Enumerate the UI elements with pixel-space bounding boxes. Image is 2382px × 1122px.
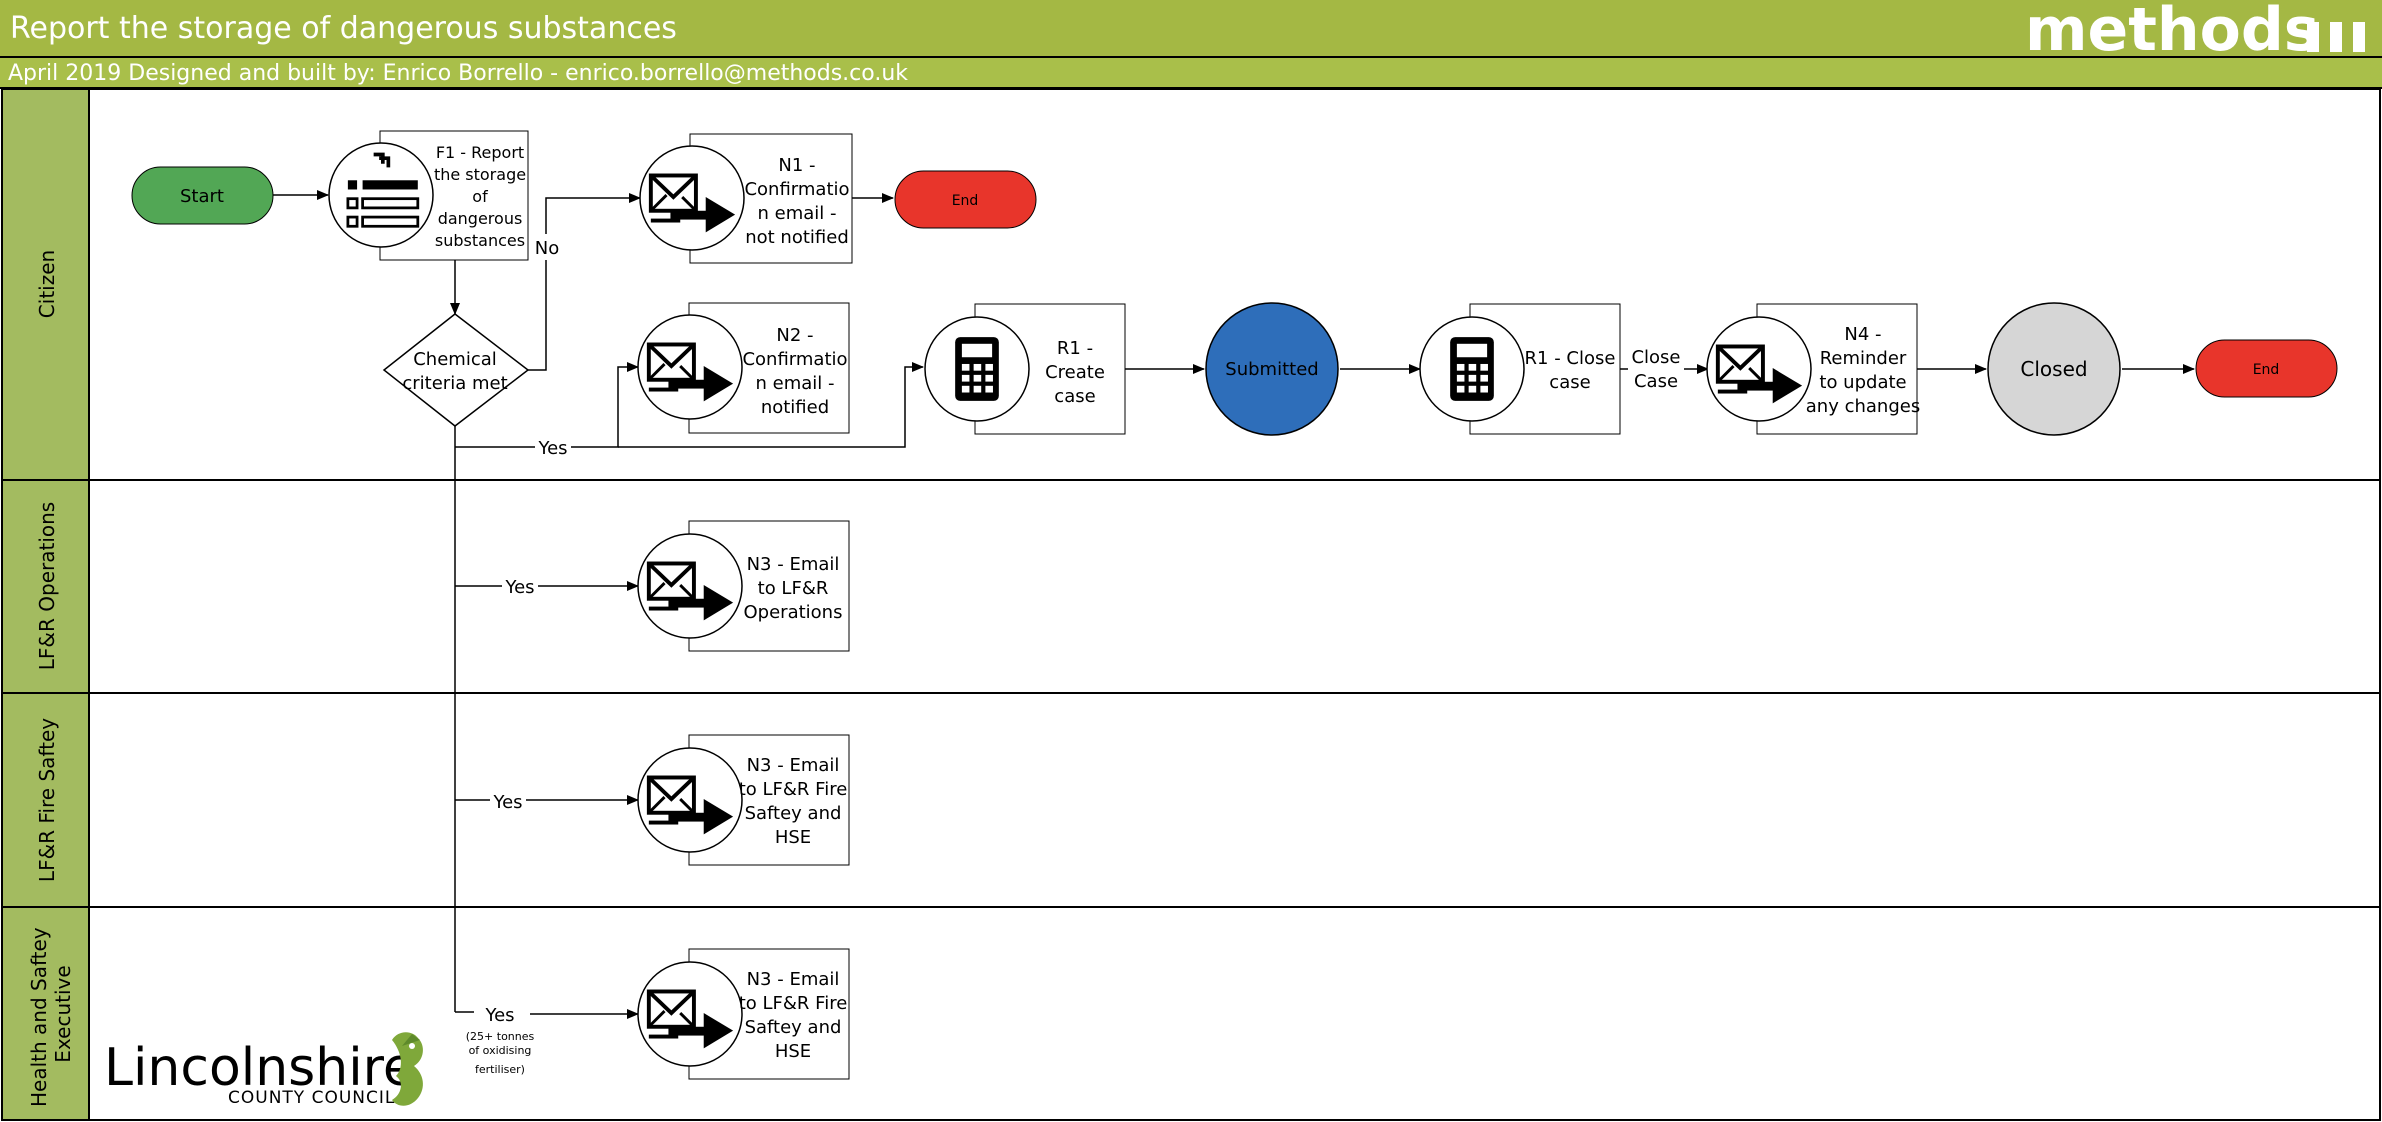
r1create-label-2: Create [1045,362,1105,383]
f1-label-5: substances [435,231,525,250]
lane-label-hse: Health and Saftey Executive [27,921,75,1107]
edge-label-close-case-1: Close [1631,347,1680,368]
edge-labels: No Yes Close Case Yes Yes Yes (25+ tonne… [466,234,1684,1076]
edge-note-hse-3: fertiliser) [475,1063,525,1076]
n2-label-1: N2 - [776,325,813,346]
node-decision-chemical-criteria[interactable]: Chemical criteria met [382,313,530,427]
f1-label-1: F1 - Report [436,143,524,162]
subheader-background [0,57,2382,87]
node-n3-email-hse[interactable]: N3 - Email to LF&R Fire Saftey and HSE [637,948,850,1080]
node-n4-reminder[interactable]: N4 - Reminder to update any changes [1706,303,1920,435]
three-bars-icon [2307,22,2365,52]
edge-label-yes-fire: Yes [492,792,522,813]
lane-label-citizen: Citizen [35,250,59,318]
n1-label-1: N1 - [778,155,815,176]
node-start[interactable]: Start [131,166,274,225]
n3ops-label-2: to LF&R [758,578,829,599]
f1-label-4: dangerous [438,209,523,228]
node-n3-email-fire-safety[interactable]: N3 - Email to LF&R Fire Saftey and HSE [637,734,850,866]
n4-label-3: to update [1819,372,1906,393]
n3fire-label-3: Saftey and [745,803,842,824]
node-end-not-notified[interactable]: End [894,170,1037,229]
n3fire-label-2: to LF&R Fire [739,779,848,800]
n3ops-label-1: N3 - Email [747,554,840,575]
node-r1-close-case[interactable]: R1 - Close case [1419,303,1621,435]
decision-label-1: Chemical [413,349,497,370]
edge-decision-n1 [528,193,641,371]
n3hse-label-4: HSE [775,1041,811,1062]
r1create-label-1: R1 - [1057,338,1093,359]
edge-note-hse-2: of oxidising [469,1044,532,1057]
edge-label-yes-hse: Yes [484,1005,514,1026]
node-n1-confirmation-not-notified[interactable]: N1 - Confirmatio n email - not notified [639,133,853,264]
page-title: Report the storage of dangerous substanc… [10,11,677,46]
edge-label-close-case-2: Case [1634,371,1678,392]
lincolnshire-logo: Lincolnshire COUNTY COUNCIL [104,1032,423,1108]
n1-label-3: n email - [758,203,837,224]
r1close-label-1: R1 - Close [1525,348,1616,369]
logo-name: Lincolnshire [104,1038,415,1098]
n2-label-4: notified [761,397,829,418]
header: Report the storage of dangerous substanc… [0,0,2382,89]
end-label: End [952,193,979,209]
closed-label: Closed [2020,357,2087,381]
node-n3-email-operations[interactable]: N3 - Email to LF&R Operations [637,520,850,652]
end-label: End [2253,362,2280,378]
n4-label-4: any changes [1806,396,1920,417]
decision-label-2: criteria met [402,373,507,394]
n3hse-label-1: N3 - Email [747,969,840,990]
lane-label-column [2,89,89,1120]
n3hse-label-3: Saftey and [745,1017,842,1038]
lane-label-operations: LF&R Operations [35,502,59,670]
r1close-label-2: case [1549,372,1590,393]
edge-label-no: No [535,238,559,259]
edge-decision-r1create [618,362,924,448]
r1create-label-3: case [1054,386,1095,407]
edge-label-yes-citizen: Yes [537,438,567,459]
logo-subtitle: COUNTY COUNCIL [228,1088,395,1108]
calculator-icon [1450,337,1494,401]
node-n2-confirmation-notified[interactable]: N2 - Confirmatio n email - notified [637,302,850,434]
node-closed[interactable]: Closed [1987,302,2121,436]
calculator-icon [955,337,999,401]
n3ops-label-3: Operations [744,602,843,623]
node-submitted[interactable]: Submitted [1205,302,1339,436]
submitted-label: Submitted [1225,359,1318,380]
n2-label-2: Confirmatio [742,349,847,370]
n1-label-2: Confirmatio [744,179,849,200]
edge-label-yes-ops: Yes [504,577,534,598]
node-r1-create-case[interactable]: R1 - Create case [924,303,1126,435]
n4-label-1: N4 - [1844,324,1881,345]
f1-label-3: of [472,187,488,206]
n4-label-2: Reminder [1820,348,1907,369]
lincolnshire-imp-icon [392,1032,423,1106]
n1-label-4: not notified [745,227,849,248]
n2-label-3: n email - [756,373,835,394]
lane-label-fire-safety: LF&R Fire Saftey [35,718,59,882]
start-label: Start [180,186,224,207]
n3fire-label-1: N3 - Email [747,755,840,776]
swimlanes: Citizen LF&R Operations LF&R Fire Saftey… [1,88,2381,1121]
n3hse-label-2: to LF&R Fire [739,993,848,1014]
page-subtitle: April 2019 Designed and built by: Enrico… [8,61,908,86]
edge-note-hse-1: (25+ tonnes [466,1030,535,1043]
n3fire-label-4: HSE [775,827,811,848]
node-end-closed[interactable]: End [2195,339,2338,398]
brand-logo: methods [2025,0,2320,65]
node-f1-report[interactable]: F1 - Report the storage of dangerous sub… [328,130,529,261]
f1-label-2: the storage [434,165,526,184]
